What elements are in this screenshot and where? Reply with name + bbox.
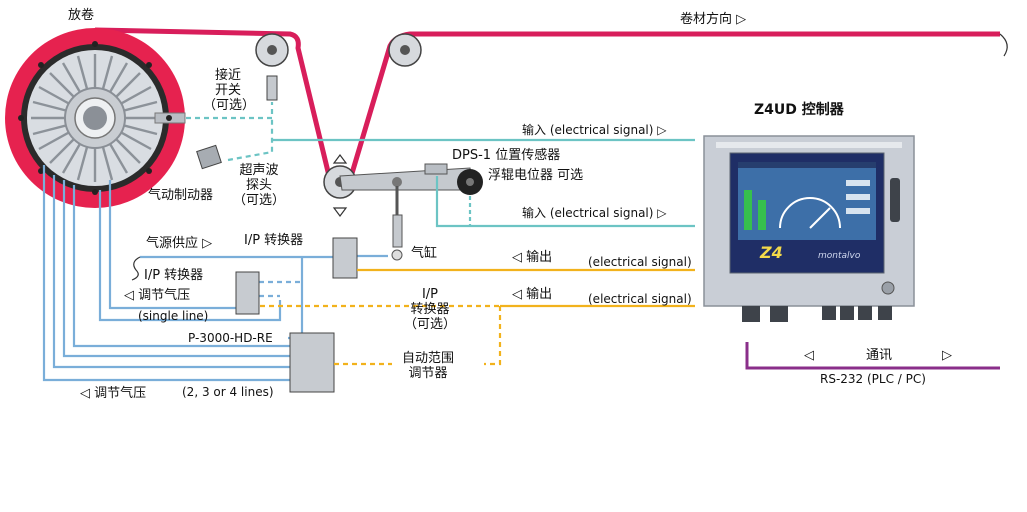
screen-brand: montalvo <box>818 251 861 261</box>
single-line-label: (single line) <box>138 309 209 323</box>
web-end-curl <box>999 33 1008 57</box>
cylinder-label: 气缸 <box>411 246 438 261</box>
ultrasonic-probe-label: 超声波 探头 （可选） <box>230 163 288 208</box>
dancer-pot-label: 浮辊电位器 可选 <box>488 168 584 183</box>
screen-logo: Z4 <box>759 243 783 262</box>
signal-lines <box>186 102 695 228</box>
ultrasonic-probe-line-1: 超声波 <box>239 163 279 178</box>
dancer-arm <box>339 163 483 195</box>
air-supply-label: 气源供应 ▷ <box>146 236 213 251</box>
output-1-label: ◁ 输出 <box>512 250 553 265</box>
output-2-label: ◁ 输出 <box>512 287 553 302</box>
comm-left-arrow: ◁ <box>804 348 814 363</box>
ip-converter-1-box <box>332 237 358 279</box>
pneumatic-brake-label: 气动制动器 <box>148 188 214 203</box>
ip-converter-2-label: I/P 转换器 <box>144 268 204 283</box>
dps-sensor-label: DPS-1 位置传感器 <box>452 148 561 163</box>
proximity-switch <box>266 75 278 101</box>
air-cylinder <box>391 186 403 261</box>
ip-converter-optional-label: I/P 转换器 （可选） <box>400 287 460 332</box>
ip-converter-1-label: I/P 转换器 <box>244 233 304 248</box>
ip-converter-optional-line-3: （可选） <box>403 317 456 332</box>
unwind-label: 放卷 <box>68 8 95 23</box>
air-supply-curl <box>131 256 141 281</box>
ip-converter-optional-line-1: I/P <box>421 287 439 302</box>
idler-roller-1 <box>255 33 289 67</box>
unwind-reel <box>5 28 186 208</box>
regulated-pressure-1-label: ◁ 调节气压 <box>124 288 191 303</box>
elec-signal-out-1-label: (electrical signal) <box>588 255 692 269</box>
ultrasonic-probe <box>196 144 222 170</box>
idler-roller-2 <box>388 33 422 67</box>
comm-label: 通讯 <box>866 348 893 363</box>
proximity-switch-line-1: 接近 <box>214 68 241 83</box>
ultrasonic-probe-line-3: （可选） <box>232 193 285 208</box>
proximity-switch-label: 接近 开关 （可选） <box>203 68 256 113</box>
output-lines <box>260 268 695 366</box>
rs232-label: RS-232 (PLC / PC) <box>820 372 926 386</box>
proximity-switch-line-2: 开关 <box>214 83 241 98</box>
comm-line <box>745 342 1000 370</box>
comm-right-arrow: ▷ <box>942 348 952 363</box>
input-mid-label: 输入 (electrical signal) ▷ <box>522 206 667 220</box>
air-lines <box>42 165 388 382</box>
web-direction-label: 卷材方向 ▷ <box>680 12 747 27</box>
ip-converter-optional-line-2: 转换器 <box>410 302 450 317</box>
auto-range-label: 自动范围 调节器 <box>396 351 460 381</box>
input-top-label: 输入 (electrical signal) ▷ <box>522 123 667 137</box>
controller-title: Z4UD 控制器 <box>754 102 844 118</box>
lines-count-label: (2, 3 or 4 lines) <box>182 385 274 399</box>
elec-signal-out-2-label: (electrical signal) <box>588 292 692 306</box>
p3000-label: P-3000-HD-RE <box>188 331 273 345</box>
auto-range-line-1: 自动范围 <box>401 351 454 366</box>
auto-range-line-2: 调节器 <box>408 366 448 381</box>
z4ud-controller: Z4 montalvo <box>703 135 915 322</box>
proximity-switch-line-3: （可选） <box>203 98 256 113</box>
ultrasonic-probe-line-2: 探头 <box>245 178 272 193</box>
ip-converter-2-box <box>235 271 260 315</box>
regulated-pressure-2-label: ◁ 调节气压 <box>80 386 147 401</box>
p3000-box <box>289 332 335 393</box>
